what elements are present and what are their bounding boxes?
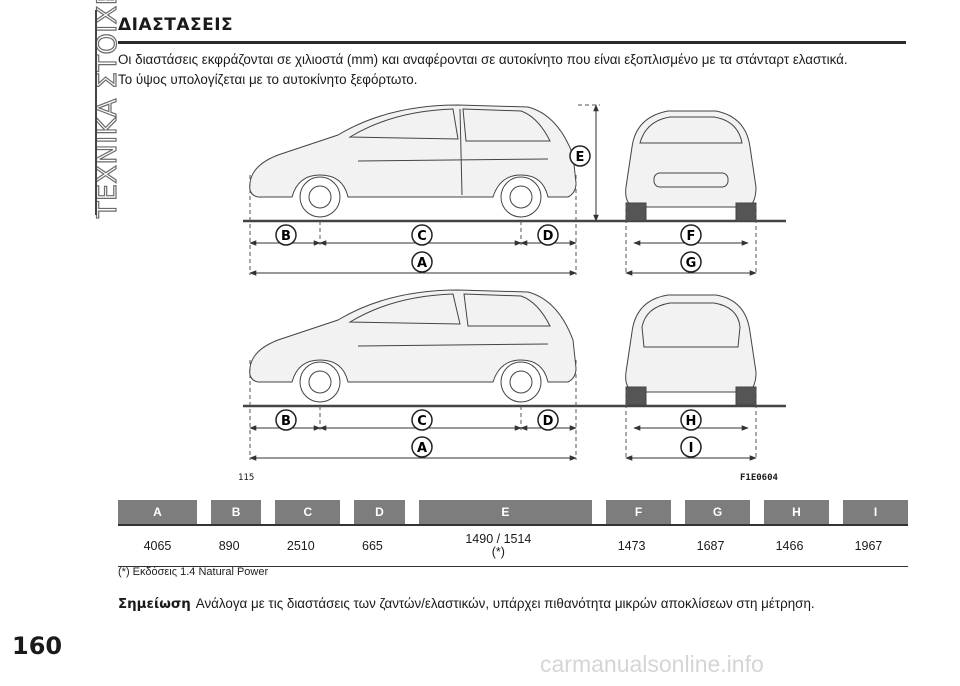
marker-c-top: C (411, 224, 433, 246)
car-front-view (625, 110, 757, 222)
header-cell: C (261, 500, 341, 524)
marker-c-bottom: C (411, 409, 433, 431)
note-label: Σημείωση (118, 597, 191, 612)
note-paragraph: Σημείωση Ανάλογα με τις διαστάσεις των ζ… (118, 596, 815, 612)
value-cell: 1490 / 1514 (*) (404, 524, 593, 567)
marker-a-bottom: A (411, 436, 433, 458)
svg-text:B: B (281, 414, 291, 429)
header-cell: F (592, 500, 672, 524)
car-side-3door (249, 289, 577, 403)
svg-text:A: A (417, 441, 427, 456)
dimensions-value-row: 4065 890 2510 665 1490 / 1514 (*) 1473 1… (118, 524, 908, 567)
note-text: Ανάλογα με τις διαστάσεις των ζαντών/ελα… (195, 596, 815, 611)
dimensions-header-row: A B C D E F G H I (118, 500, 908, 524)
value-cell: 665 (340, 524, 405, 567)
dimensions-figure: B C D A E F G B C D A H I 115 F1E0604 (238, 95, 788, 485)
header-cell: E (404, 500, 593, 524)
figure-code: F1E0604 (740, 473, 778, 483)
svg-text:B: B (281, 229, 291, 244)
header-cell: H (750, 500, 829, 524)
intro-line-1: Οι διαστάσεις εκφράζονται σε χιλιοστά (m… (118, 52, 848, 67)
section-title: ΔΙΑΣΤΑΣΕΙΣ (118, 15, 234, 35)
dimensions-table: A B C D E F G H I 4065 890 2510 665 1490… (118, 500, 908, 567)
figure-number: 115 (238, 473, 255, 483)
svg-text:G: G (686, 256, 697, 271)
marker-e: E (569, 145, 591, 167)
value-cell: 890 (196, 524, 262, 567)
header-cell: B (196, 500, 262, 524)
value-cell: 1473 (592, 524, 672, 567)
marker-d-bottom: D (537, 409, 559, 431)
dimensions-diagram: B C D A E F G B C D A H I (243, 104, 786, 461)
value-cell: 1466 (750, 524, 829, 567)
page-number: 160 (12, 632, 63, 660)
marker-i: I (680, 436, 702, 458)
section-tab-rule (95, 10, 97, 215)
car-side-5door (249, 104, 577, 218)
intro-paragraph: Οι διαστάσεις εκφράζονται σε χιλιοστά (m… (118, 50, 918, 90)
marker-h: H (680, 409, 702, 431)
value-cell: 4065 (118, 524, 197, 567)
svg-text:A: A (417, 256, 427, 271)
header-cell: A (118, 500, 197, 524)
header-cell: I (828, 500, 908, 524)
value-cell: 1687 (671, 524, 751, 567)
value-cell: 2510 (261, 524, 341, 567)
watermark: carmanualsonline.info (540, 651, 764, 677)
svg-text:D: D (543, 414, 554, 429)
value-cell: 1967 (828, 524, 908, 567)
marker-b-top: B (275, 224, 297, 246)
marker-d-top: D (537, 224, 559, 246)
intro-line-2: Το ύψος υπολογίζεται με το αυτοκίνητο ξε… (118, 72, 418, 87)
svg-text:E: E (576, 150, 585, 165)
marker-g: G (680, 251, 702, 273)
svg-text:H: H (686, 414, 697, 429)
svg-text:D: D (543, 229, 554, 244)
svg-text:F: F (687, 229, 696, 244)
marker-b-bottom: B (275, 409, 297, 431)
marker-a-top: A (411, 251, 433, 273)
car-rear-view (625, 294, 757, 406)
svg-text:I: I (689, 441, 694, 456)
title-underline (118, 41, 906, 44)
section-tab-vertical: ΤΕΧΝΙΚΑ ΣΤΟΙΧΕΙΑ (68, 0, 123, 228)
svg-text:C: C (417, 229, 427, 244)
marker-f: F (680, 224, 702, 246)
table-footnote: (*) Εκδόσεις 1.4 Natural Power (118, 566, 269, 578)
header-cell: G (671, 500, 751, 524)
svg-text:C: C (417, 414, 427, 429)
header-cell: D (340, 500, 405, 524)
